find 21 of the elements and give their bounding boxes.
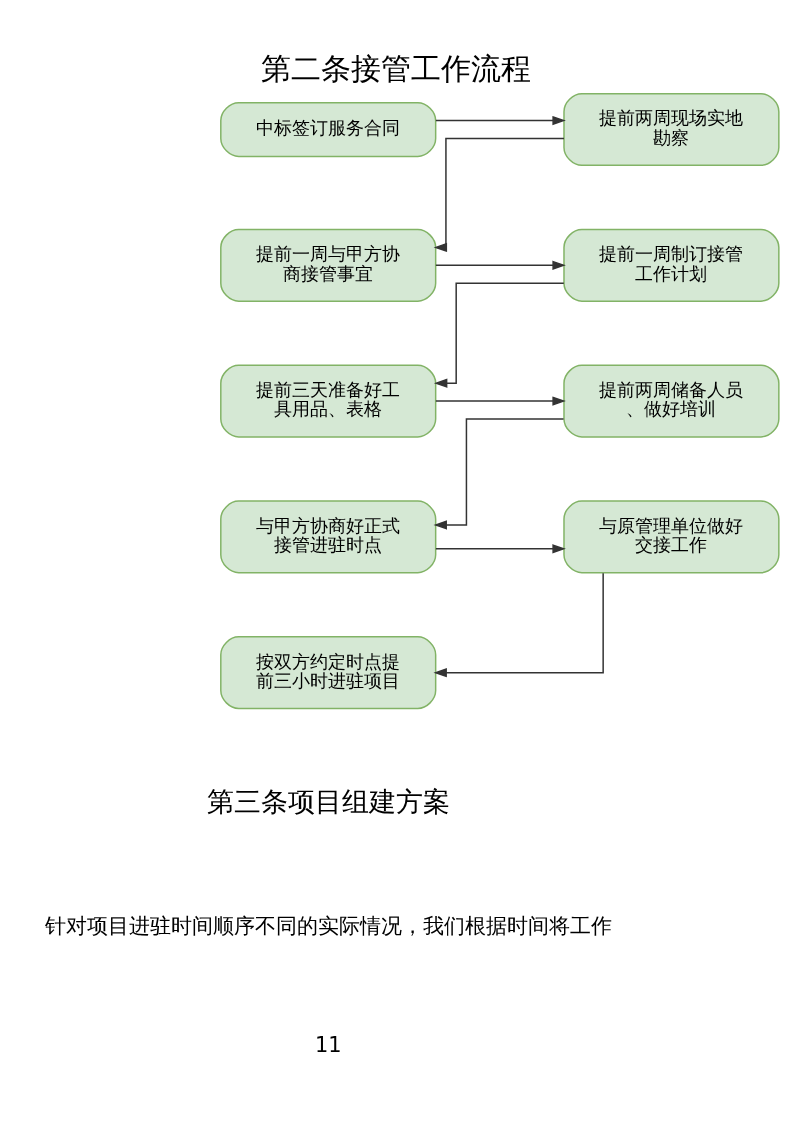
arrow [435, 115, 566, 125]
arrow [435, 543, 566, 553]
node-box: 中标签订服务合同 [220, 101, 437, 157]
arrow [435, 395, 566, 406]
node-box: 提前一周与甲方协商接管事宜 [220, 228, 437, 302]
arrow [433, 417, 565, 530]
label: 11 [314, 1032, 342, 1057]
label: 第三条项目组建方案 [206, 785, 450, 817]
arrow [433, 282, 565, 388]
diagram-title: 第二条接管工作流程 [261, 50, 532, 86]
node-box: 与原管理单位做好交接工作 [563, 499, 780, 573]
node-box: 提前两周现场实地勘察 [563, 92, 780, 166]
arrow [435, 260, 566, 270]
label: 针对项目进驻时间顺序不同的实际情况，我们根据时间将工作 [44, 913, 612, 938]
node-box: 与甲方协商好正式接管进驻时点 [220, 499, 437, 573]
arrow [433, 572, 604, 677]
node-box: 提前三天准备好工具用品、表格 [220, 364, 437, 438]
node-box: 按双方约定时点提前三小时进驻项目 [220, 635, 437, 709]
node-box: 提前一周制订接管工作计划 [563, 228, 780, 302]
node-box: 提前两周储备人员、做好培训 [563, 364, 780, 438]
arrow [433, 137, 565, 252]
